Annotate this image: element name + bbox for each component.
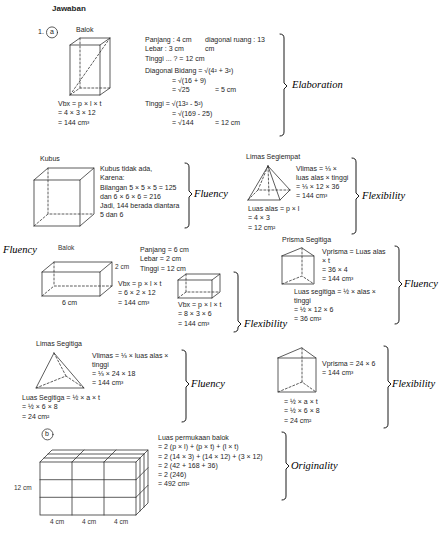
page-title: Jawaban (52, 4, 86, 14)
shape-name: Limas Segiempat (246, 153, 300, 162)
handwritten-text: = √(169 - 25) (172, 110, 212, 119)
handwritten-text: Luas alas = p × l (248, 205, 299, 214)
handwritten-text: = 144 cm³ (92, 379, 177, 388)
handwritten-text: = √25 (172, 86, 190, 95)
handwritten-text: = 492 cm² (158, 480, 278, 489)
rubric-label: Flexibility (244, 318, 287, 331)
handwritten-text: = √144 (172, 119, 194, 128)
handwritten-text: = 8 × 3 × 6 (178, 310, 212, 319)
handwritten-text: Vbx = p × l × t (118, 280, 161, 289)
handwritten-text: = 4 × 3 × 12 (58, 109, 96, 118)
rubric-label: Fluency (404, 278, 438, 291)
dimension-label: 4 cm (82, 518, 96, 526)
handwritten-text: = 12 cm² (248, 224, 275, 233)
handwritten-text: = ½ × 6 × 8 (22, 403, 58, 412)
handwritten-text: Luas segitiga = ½ × alas × tinggi (294, 288, 392, 306)
handwritten-text: = 12 cm (215, 119, 240, 128)
handwritten-text: Vbx = p × l × t (58, 100, 101, 109)
handwritten-text: dan 6 × 6 × 6 = 216 (100, 193, 180, 202)
prism-drawing (278, 348, 316, 392)
handwritten-text: Karena: (100, 174, 180, 183)
handwritten-text: Vbx = p × l × t (178, 301, 221, 310)
handwritten-text: = 5 cm (215, 86, 236, 95)
rubric-label: Elaboration (292, 79, 343, 92)
handwritten-text: = 36 cm² (294, 315, 392, 324)
rubric-label: Fluency (191, 378, 225, 391)
handwritten-text: = ⅓ × 24 × 18 (92, 370, 177, 379)
cube-drawing (34, 168, 94, 226)
handwritten-text: diagonal ruang : 13 cm (205, 36, 275, 54)
dimension-label: Balok (58, 244, 74, 252)
pyramid-drawing (248, 166, 290, 200)
handwritten-text: Luas Segitiga = ½ × a × t (22, 394, 100, 403)
handwritten-text: = ⅓ × 12 × 36 (296, 183, 350, 192)
handwritten-text: Kubus tidak ada, (100, 165, 180, 174)
handwritten-text: = 2 (14 × 3) + (14 × 12) + (3 × 12) (158, 453, 278, 462)
rubric-label: Originality (291, 460, 338, 473)
handwritten-text: Jadi, 144 berada diantara 5 dan 6 (100, 202, 180, 220)
handwritten-text: Luas permukaan balok (158, 434, 278, 443)
handwritten-text: = 144 cm³ (296, 192, 350, 201)
handwritten-text: Bilangan 5 × 5 × 5 = 125 (100, 184, 180, 193)
shape-name: Kubus (40, 155, 60, 164)
dimension-label: 2 cm (115, 263, 129, 271)
handwritten-text: Panjang = 6 cm (140, 246, 189, 255)
handwritten-text: = 144 cm³ (58, 119, 89, 128)
cuboid-drawing (178, 274, 220, 298)
rubric-label: Flexibility (362, 190, 405, 203)
handwritten-text: = 24 cm² (284, 417, 311, 426)
handwritten-text: = 4 × 3 (248, 214, 270, 223)
rubric-label: Fluency (3, 244, 37, 257)
handwritten-text: 6 cm (62, 299, 77, 308)
handwritten-text: Diagonal Bidang = √(4² + 3²) (145, 67, 233, 76)
handwritten-text: Tinggi = √(13² - 5²) (145, 100, 203, 109)
handwritten-text: = 144 cm³ (322, 275, 390, 284)
handwritten-text: = 2 (42 + 168 + 36) (158, 462, 278, 471)
dimension-label: 4 cm (50, 518, 64, 526)
bracket (182, 34, 402, 500)
handwritten-text: Tinggi = 12 cm (140, 265, 186, 274)
handwritten-text: = ½ × a × t (284, 398, 318, 407)
handwritten-text: = 24 cm² (22, 413, 49, 422)
cuboid-drawing (70, 38, 110, 95)
prism-drawing (282, 248, 314, 284)
handwritten-text: = 2 (p × l) + (p × t) + (l × t) (158, 443, 278, 452)
handwritten-text: Lebar = 2 cm (140, 255, 181, 264)
handwritten-text: = 144 cm³ (118, 299, 149, 308)
cuboid-grid-drawing (40, 450, 148, 515)
handwritten-text: Lebar : 3 cm (145, 45, 184, 54)
question-number: 1. (38, 28, 44, 37)
shape-name: Prisma Segitiga (282, 236, 331, 245)
pyramid-drawing (36, 353, 84, 388)
circle-mark (42, 429, 53, 440)
handwritten-text: Vprisma = 24 × 6 (322, 360, 375, 369)
cuboid-drawing (42, 262, 112, 296)
handwritten-text: Vprisma = Luas alas × t (322, 248, 390, 266)
handwritten-text: = 2 (246) (158, 471, 278, 480)
dimension-label: 12 cm (14, 484, 32, 492)
handwritten-text: = 36 × 4 (322, 266, 390, 275)
handwritten-text: = 144 cm³ (322, 369, 353, 378)
handwritten-text: = 6 × 2 × 12 (118, 289, 156, 298)
handwritten-text: Vlimas = ⅓ × luas alas × tinggi (296, 165, 350, 183)
question-number: b (45, 430, 49, 439)
question-number: a (50, 28, 54, 37)
rubric-label: Fluency (194, 188, 228, 201)
handwritten-text: = ½ × 12 × 6 (294, 306, 392, 315)
shape-name: Limas Segitiga (36, 340, 82, 349)
dimension-label: 4 cm (114, 518, 128, 526)
circle-mark (47, 27, 58, 38)
handwritten-text: = 144 cm³ (178, 320, 209, 329)
shape-name: Balok (76, 26, 94, 35)
handwritten-text: = √(16 + 9) (172, 77, 206, 86)
rubric-label: Flexibility (392, 378, 435, 391)
handwritten-text: Panjang : 4 cm (145, 36, 192, 45)
handwritten-text: = ½ × 6 × 8 (284, 407, 320, 416)
handwritten-text: Tinggi ... ? = 12 cm (145, 55, 204, 64)
handwritten-text: Vlimas = ⅓ × luas alas × tinggi (92, 352, 177, 370)
